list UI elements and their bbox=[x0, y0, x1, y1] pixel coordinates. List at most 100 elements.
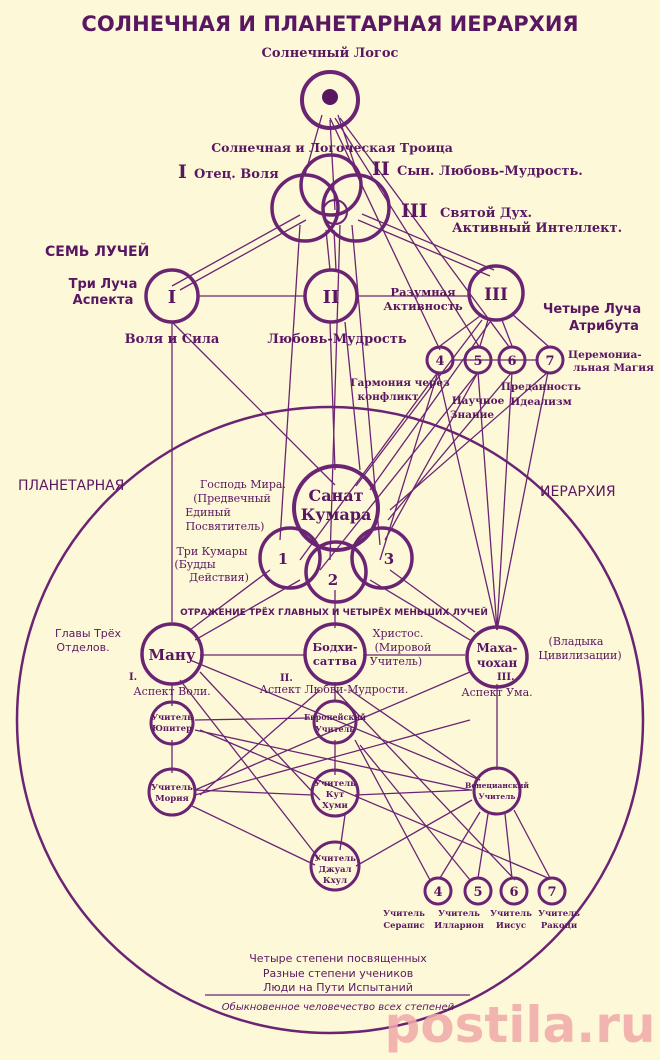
rakoczi-line2: Ракоци bbox=[541, 921, 578, 931]
christ-line3: Учитель) bbox=[370, 655, 422, 668]
solar-logos-dot bbox=[322, 89, 338, 105]
line-ray7-maha bbox=[496, 371, 549, 631]
trinity-circle-1 bbox=[270, 173, 340, 243]
line-ray4-kumara1 bbox=[299, 371, 439, 561]
planetary-label: ПЛАНЕТАРНАЯ bbox=[18, 478, 124, 494]
master5-circle bbox=[463, 876, 493, 906]
three-aspect-rays-line2: Аспекта bbox=[73, 293, 134, 308]
sanat-kumara-circle bbox=[292, 464, 380, 552]
labels: СОЛНЕЧНАЯ И ПЛАНЕТАРНАЯ ИЕРАРХИЯ Солнечн… bbox=[18, 12, 656, 1054]
kuthumi-circle bbox=[310, 768, 360, 818]
master4-number: 4 bbox=[433, 885, 442, 900]
serapis-line1: Учитель bbox=[383, 909, 425, 919]
line-venetian-djwhal bbox=[355, 799, 473, 867]
footer-line3: Люди на Пути Испытаний bbox=[263, 981, 413, 994]
kumara1-circle bbox=[258, 526, 322, 590]
footer-line4: Обыкновенное человечество всех степеней bbox=[222, 1001, 455, 1013]
connection-lines bbox=[171, 114, 551, 881]
line-logos-ray6 bbox=[339, 117, 511, 349]
line-ray6-kumara bbox=[387, 371, 513, 521]
kuthumi-line2: Кут bbox=[326, 790, 344, 800]
line-morya-maha bbox=[194, 719, 471, 796]
kumara3-number: 3 bbox=[384, 550, 394, 568]
jupiter-line1: Учитель bbox=[151, 713, 193, 723]
kumaras-line1: Три Кумары bbox=[176, 545, 247, 558]
line-morya-kuthumi bbox=[194, 789, 313, 796]
line-kumara-manu bbox=[194, 579, 301, 641]
hilarion-line2: Илларион bbox=[434, 921, 484, 931]
aspect2-number: II bbox=[372, 158, 390, 180]
ray5-label-line2: Знание bbox=[450, 409, 495, 421]
ray1-numeral: I bbox=[168, 287, 176, 308]
line-ray3-ray6 bbox=[501, 319, 513, 347]
venetian-circle bbox=[472, 766, 522, 816]
line-ray5-kumara bbox=[384, 371, 479, 541]
ray5-circle bbox=[463, 345, 493, 375]
dept1-number: I. bbox=[129, 672, 137, 683]
aspect3-number: III bbox=[401, 200, 428, 222]
bodhisattva-circle bbox=[303, 622, 367, 686]
jupiter-line2: Юпитер bbox=[152, 724, 192, 734]
page-title: СОЛНЕЧНАЯ И ПЛАНЕТАРНАЯ ИЕРАРХИЯ bbox=[81, 12, 578, 36]
dept2-number: II. bbox=[280, 673, 293, 684]
dept2-label: Аспект Любви-Мудрости. bbox=[260, 683, 409, 696]
line-kumara1-manu bbox=[189, 569, 271, 631]
heads-line1: Главы Трёх bbox=[55, 627, 122, 640]
line-logos-ray4 bbox=[329, 117, 441, 351]
jesus-line2: Иисус bbox=[496, 921, 526, 931]
line-logos-ray5 bbox=[334, 117, 481, 349]
manu-circle bbox=[140, 622, 204, 686]
ray7-label-line1: Церемониа- bbox=[568, 349, 642, 361]
solar-logos-circle bbox=[300, 70, 360, 130]
djwhal-line2: Джуал bbox=[318, 865, 351, 875]
master4-circle bbox=[423, 876, 453, 906]
line-european-serapis bbox=[354, 739, 431, 881]
line-bodhi-morya bbox=[199, 689, 321, 796]
lord-line1: Господь Мира. bbox=[200, 478, 286, 491]
line-ray4-maha bbox=[437, 371, 498, 631]
line-ray1-sanat bbox=[171, 321, 336, 486]
line-trinity-ray1 bbox=[171, 214, 301, 287]
civilization-line1: (Владыка bbox=[549, 635, 604, 648]
line-morya-djwhal bbox=[189, 804, 316, 866]
line-ray3-sanat bbox=[355, 319, 483, 487]
trinity-label: Солнечная и Логоческая Троица bbox=[211, 140, 453, 155]
line-ray5-maha bbox=[477, 371, 498, 631]
line-jupiter-venetian bbox=[194, 729, 471, 791]
mahachohan-line1: Маха- bbox=[477, 641, 518, 655]
venetian-line1: Венецианский bbox=[465, 781, 529, 790]
ray4-circle bbox=[425, 345, 455, 375]
line-ray6-maha bbox=[496, 371, 513, 631]
line-jupiter-european bbox=[194, 717, 311, 721]
dept3-number: III. bbox=[497, 672, 515, 683]
line-manu-kuthumi bbox=[199, 671, 321, 801]
european-circle bbox=[312, 699, 358, 745]
line-venetian-6 bbox=[504, 813, 513, 879]
kumara2-number: 2 bbox=[328, 571, 338, 589]
christ-line1: Христос. bbox=[373, 627, 424, 640]
aspect1-number: I bbox=[178, 161, 187, 183]
line-bodhi-6 bbox=[334, 689, 516, 881]
kumara1-number: 1 bbox=[278, 550, 288, 568]
civilization-line2: Цивилизации) bbox=[538, 649, 621, 662]
ray6-label-line1: Преданность bbox=[501, 381, 581, 393]
mahachohan-line2: чохан bbox=[477, 656, 518, 670]
ray3-label-line1: Разумная bbox=[390, 285, 456, 299]
aspect1-label: Отец. Воля bbox=[194, 167, 279, 182]
kuthumi-line3: Хуми bbox=[322, 801, 348, 811]
line-trinity-ray2 bbox=[325, 229, 331, 271]
trinity-circle-3 bbox=[299, 153, 363, 217]
ray3-circle bbox=[467, 264, 525, 322]
lord-line2: (Предвечный bbox=[193, 492, 271, 505]
planetary-circle bbox=[15, 405, 645, 1035]
line-european-hilarion bbox=[359, 744, 471, 881]
ray3-numeral: III bbox=[484, 285, 508, 305]
ray6-circle bbox=[497, 345, 527, 375]
line-ray7-kumara bbox=[389, 371, 549, 511]
line-kumara-maha bbox=[369, 579, 471, 641]
lord-line3: Единый bbox=[185, 506, 231, 519]
line-bodhi-venetian bbox=[349, 689, 481, 781]
sanat-kumara-line2: Кумара bbox=[301, 505, 372, 524]
hierarchy-label: ИЕРАРХИЯ bbox=[540, 484, 616, 500]
